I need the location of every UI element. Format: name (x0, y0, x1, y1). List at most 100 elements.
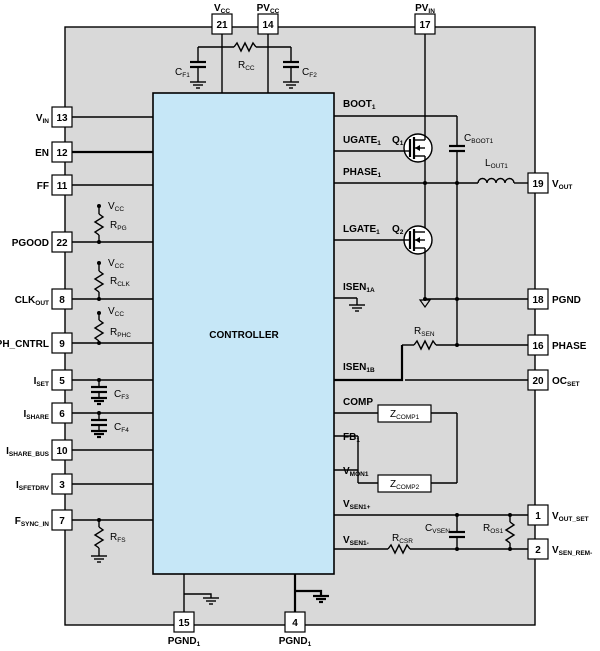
pin-box-18: 18 (527, 288, 549, 310)
pin-box-21: 21 (211, 13, 233, 35)
pin-box-20: 20 (527, 369, 549, 391)
pin-17-number: 17 (419, 20, 431, 31)
label-rclk: RCLK (110, 276, 131, 288)
label-vmon: VMON1 (343, 466, 369, 478)
pin-21-number: 21 (216, 20, 228, 31)
label-pgnd: PGND (552, 295, 581, 306)
label-comp: COMP (343, 397, 373, 408)
label-vcc-pg: VCC (108, 201, 124, 213)
label-isenb: ISEN1B (343, 362, 375, 374)
label-isharebus: ISHARE_BUS (6, 446, 50, 458)
pin-20-number: 20 (532, 376, 544, 387)
pin-22-number: 22 (56, 238, 68, 249)
pin-box-13: 13 (51, 106, 73, 128)
label-zcomp2: ZCOMP2 (390, 479, 420, 491)
label-vout: VOUT (552, 179, 572, 191)
pin-19-number: 19 (532, 179, 544, 190)
label-vcc-phc: VCC (108, 306, 124, 318)
label-iset: ISET (34, 376, 49, 388)
label-rsen: RSEN (414, 326, 435, 338)
label-vsenrem: VSEN_REM- (552, 545, 592, 557)
label-cf1: CF1 (175, 67, 190, 79)
pin-box-22: 22 (51, 231, 73, 253)
label-voutset: VOUT_SET (552, 511, 589, 523)
label-lgate: LGATE1 (343, 224, 380, 236)
ros1-resistor (504, 521, 516, 544)
pin-box-1: 1 (527, 504, 549, 526)
label-q1: Q1 (392, 135, 404, 147)
label-vcc-clk: VCC (108, 258, 124, 270)
lout-inductor (477, 177, 515, 184)
label-pvin: PVIN (415, 3, 435, 15)
pin-box-3: 3 (51, 473, 73, 495)
pin-box-4: 4 (284, 611, 306, 633)
label-cvsen: CVSEN (425, 523, 450, 535)
rfs-resistor (93, 526, 105, 549)
label-ugate: UGATE1 (343, 135, 381, 147)
label-cboot: CBOOT1 (464, 133, 494, 145)
pin-box-8: 8 (51, 288, 73, 310)
pin-box-16: 16 (527, 334, 549, 356)
label-vin: VIN (36, 113, 49, 125)
label-vsenp: VSEN1+ (343, 499, 371, 511)
pin-box-7: 7 (51, 509, 73, 531)
pin-2-number: 2 (535, 545, 541, 556)
rphc-resistor (93, 319, 105, 342)
label-rfs: RFS (110, 532, 126, 544)
label-isena: ISEN1A (343, 282, 375, 294)
rcc-resistor (233, 41, 257, 53)
pin-4-number: 4 (292, 618, 298, 629)
rclk-resistor (93, 270, 105, 293)
label-phcntrl: PH_CNTRL (0, 339, 49, 350)
label-fsyncin: FSYNC_IN (15, 516, 50, 528)
label-vcc: VCC (214, 3, 230, 15)
label-pgnd15: PGND1 (168, 636, 201, 648)
pin-box-12: 12 (51, 141, 73, 163)
label-ocset: OCSET (552, 376, 580, 388)
label-ff: FF (37, 181, 49, 192)
pin-box-15: 15 (173, 611, 195, 633)
pin-11-number: 11 (57, 181, 68, 192)
rsen-resistor (413, 339, 437, 351)
pin-18-number: 18 (532, 295, 544, 306)
label-rpg: RPG (110, 220, 127, 232)
pin-9-number: 9 (59, 339, 65, 350)
label-ros1: ROS1 (483, 523, 504, 535)
label-cf2: CF2 (302, 67, 317, 79)
pin-7-number: 7 (59, 516, 65, 527)
label-phase1: PHASE1 (343, 167, 381, 179)
label-rphc: RPHC (110, 327, 131, 339)
label-boot: BOOT1 (343, 99, 376, 111)
pin-1-number: 1 (535, 511, 541, 522)
label-pvcc: PVCC (257, 3, 280, 15)
pin-13-number: 13 (56, 113, 68, 124)
label-cf4: CF4 (114, 422, 129, 434)
pin-box-9: 9 (51, 332, 73, 354)
label-vsenm: VSEN1- (343, 535, 369, 547)
label-cf3: CF3 (114, 389, 129, 401)
rcsr-resistor (387, 543, 411, 555)
label-rcsr: RCSR (392, 533, 413, 545)
label-phase: PHASE (552, 341, 587, 352)
pin-14-number: 14 (262, 20, 274, 31)
pin-box-11: 11 (51, 174, 73, 196)
pin-16-number: 16 (532, 341, 544, 352)
controller-label: CONTROLLER (209, 330, 279, 341)
label-ishare: ISHARE (23, 409, 49, 421)
pin-15-number: 15 (178, 618, 190, 629)
pin-box-17: 17 (414, 13, 436, 35)
pin-12-number: 12 (56, 148, 68, 159)
label-fb: FB1 (343, 432, 360, 444)
label-isfetdrv: ISFETDRV (16, 480, 50, 492)
label-rcc: RCC (238, 60, 255, 72)
pin-10-number: 10 (56, 446, 68, 457)
label-en: EN (35, 148, 49, 159)
pin-box-10: 10 (51, 439, 73, 461)
label-q2: Q2 (392, 224, 404, 236)
controller-block (152, 92, 335, 575)
label-pgnd4: PGND1 (279, 636, 312, 648)
pin-3-number: 3 (59, 480, 65, 491)
pin-box-14: 14 (257, 13, 279, 35)
pin-box-19: 19 (527, 172, 549, 194)
